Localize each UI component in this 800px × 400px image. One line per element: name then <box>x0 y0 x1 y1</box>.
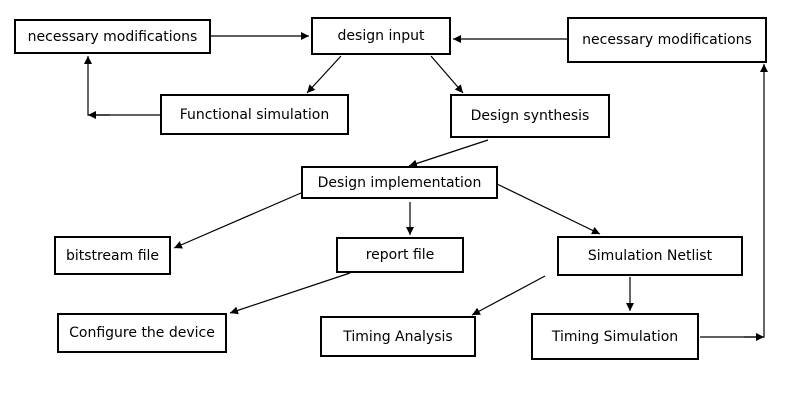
edge-report-file-to-configure-device <box>229 272 351 315</box>
node-timing-analysis: Timing Analysis <box>320 316 476 357</box>
edge-design-implementation-to-simulation-netlist <box>496 183 601 235</box>
edge-design-input-to-functional-simulation <box>306 55 342 94</box>
edge-design-input-to-design-synthesis <box>430 55 464 94</box>
node-simulation-netlist: Simulation Netlist <box>557 236 743 276</box>
node-design-input: design input <box>311 17 451 55</box>
node-report-file: report file <box>336 237 464 273</box>
edge-timing-simulation-to-mod-right <box>700 64 768 338</box>
node-bitstream-file: bitstream file <box>54 236 171 275</box>
node-timing-simulation: Timing Simulation <box>531 313 699 360</box>
edge-functional-simulation-to-mod-left <box>84 56 160 116</box>
node-design-synthesis: Design synthesis <box>450 94 610 138</box>
node-functional-simulation: Functional simulation <box>160 94 349 135</box>
node-design-implementation: Design implementation <box>301 166 498 199</box>
node-configure-the-device: Configure the device <box>57 313 227 353</box>
node-necessary-modifications-right: necessary modifications <box>567 17 767 63</box>
edge-design-synthesis-to-design-implementation <box>408 139 489 168</box>
edge-design-implementation-to-bitstream-file <box>173 192 302 249</box>
node-necessary-modifications-left: necessary modifications <box>14 19 211 54</box>
edge-simulation-netlist-to-timing-analysis <box>471 275 546 316</box>
